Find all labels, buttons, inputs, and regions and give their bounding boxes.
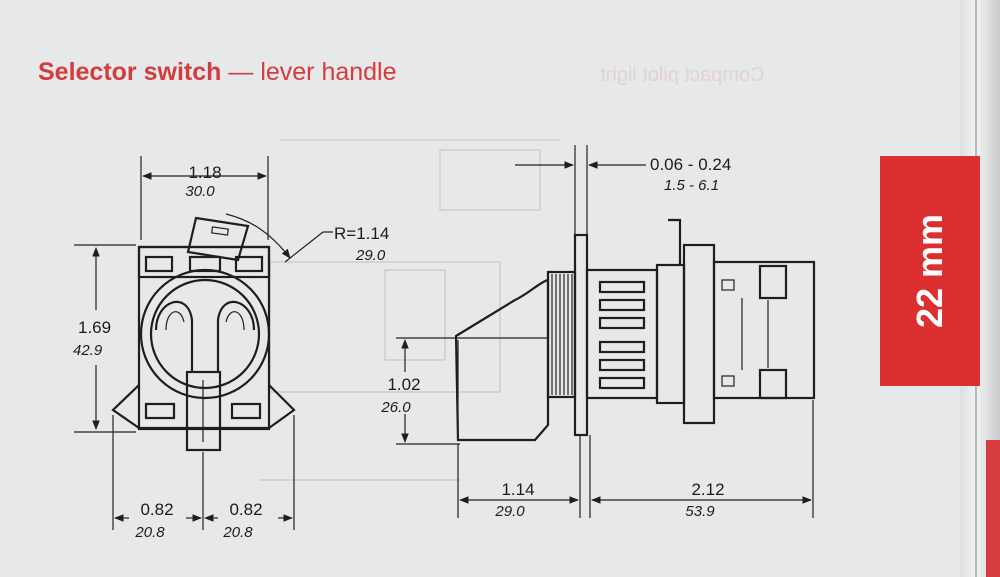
front-depth-in: 1.14 — [501, 480, 534, 499]
front-view — [74, 156, 333, 530]
right-offset-mm: 20.8 — [222, 524, 253, 541]
panel-in: 0.06 - 0.24 — [650, 155, 731, 174]
title-bold: Selector switch — [38, 58, 222, 86]
show-through-lines — [260, 139, 560, 481]
front-depth-mm: 29.0 — [494, 503, 525, 520]
front-width-in: 1.18 — [188, 163, 221, 182]
handle-height-in: 1.02 — [387, 375, 420, 394]
front-radius-mm: 29.0 — [355, 247, 386, 264]
left-offset-mm: 20.8 — [134, 524, 165, 541]
rear-depth-mm: 53.9 — [685, 503, 715, 520]
rear-depth-in: 2.12 — [691, 480, 724, 499]
front-height-in: 1.69 — [78, 318, 111, 337]
handle-height-mm: 26.0 — [380, 399, 411, 416]
right-offset-in: 0.82 — [229, 500, 262, 519]
front-width-mm: 30.0 — [185, 183, 215, 200]
side-tab — [880, 156, 980, 386]
title-rest: lever handle — [260, 58, 397, 86]
section-title: Selector switch — lever handle — [38, 58, 397, 87]
front-height-mm: 42.9 — [73, 342, 103, 359]
side-view — [396, 145, 816, 518]
front-radius-in: R=1.14 — [334, 224, 389, 243]
left-offset-in: 0.82 — [140, 500, 173, 519]
panel-mm: 1.5 - 6.1 — [664, 177, 719, 194]
side-tab-lower — [986, 440, 1000, 577]
title-dash: — — [221, 58, 261, 86]
